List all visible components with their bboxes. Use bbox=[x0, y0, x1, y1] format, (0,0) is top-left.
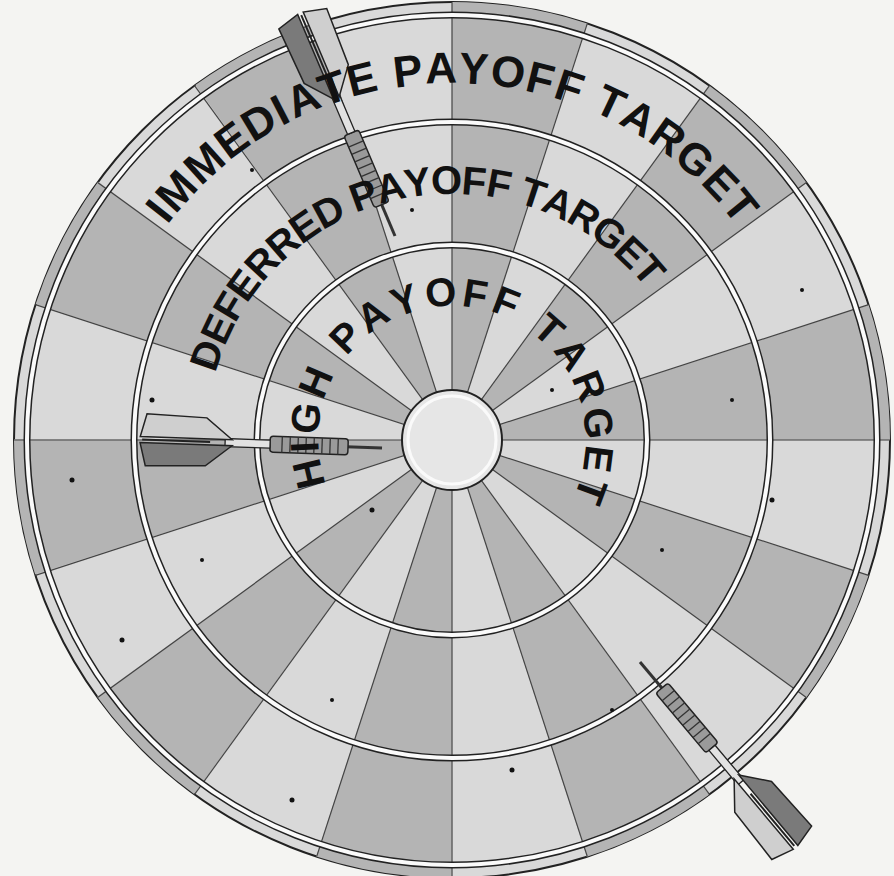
ring-label: IMMEDIATE PAYOFF TARGET bbox=[14, 2, 890, 876]
letter: O bbox=[488, 48, 529, 97]
letter: E bbox=[577, 443, 620, 475]
letter: O bbox=[423, 271, 457, 313]
letter: R bbox=[566, 366, 614, 407]
letter: H bbox=[285, 456, 331, 493]
letter: F bbox=[483, 162, 514, 206]
letter: P bbox=[391, 47, 425, 94]
target-ring: HIGH PAYOFF TARGET bbox=[257, 245, 647, 635]
target-ring: IMMEDIATE PAYOFF TARGETDEFERRED PAYOFF T… bbox=[14, 2, 890, 876]
ring-label: DEFERRED PAYOFF TARGET bbox=[134, 122, 770, 758]
letter: F bbox=[488, 279, 525, 325]
letter: Y bbox=[402, 161, 434, 204]
target-ring: DEFERRED PAYOFF TARGETHIGH PAYOFF TARGET bbox=[134, 122, 770, 758]
letter: O bbox=[431, 160, 463, 201]
letter: Y bbox=[458, 46, 490, 92]
ring-label: HIGH PAYOFF TARGET bbox=[257, 245, 647, 635]
dart bbox=[139, 414, 383, 474]
letter: Y bbox=[386, 277, 424, 323]
letter: G bbox=[577, 405, 620, 441]
letter: F bbox=[460, 272, 491, 315]
dart bbox=[620, 645, 815, 864]
letter: T bbox=[568, 473, 614, 510]
letter: A bbox=[424, 46, 457, 91]
letter: G bbox=[284, 400, 328, 437]
letter: H bbox=[292, 361, 340, 403]
letter: I bbox=[284, 440, 324, 453]
